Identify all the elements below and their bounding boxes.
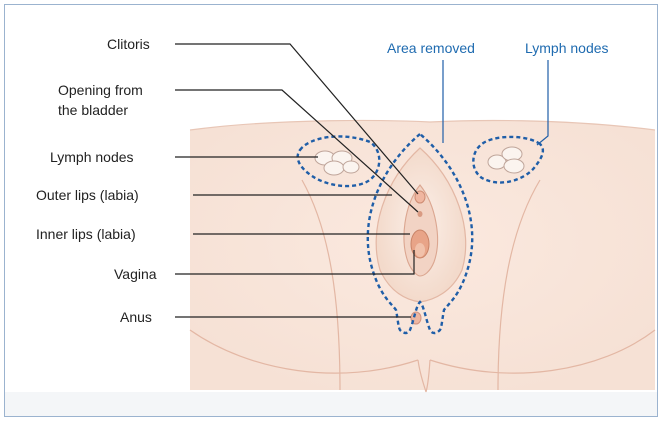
- label-bladder-line1: Opening from: [58, 82, 143, 98]
- label-clitoris: Clitoris: [107, 36, 150, 52]
- label-area-removed: Area removed: [387, 40, 475, 56]
- label-lymph-nodes-top: Lymph nodes: [525, 40, 609, 56]
- label-inner-lips: Inner lips (labia): [36, 226, 136, 242]
- label-anus: Anus: [120, 309, 152, 325]
- label-lymph-nodes: Lymph nodes: [50, 149, 134, 165]
- label-bladder-line2: the bladder: [58, 102, 128, 118]
- urethral-opening: [418, 211, 423, 217]
- label-outer-lips: Outer lips (labia): [36, 187, 139, 203]
- label-vagina: Vagina: [114, 266, 157, 282]
- vaginal-inner: [415, 243, 425, 257]
